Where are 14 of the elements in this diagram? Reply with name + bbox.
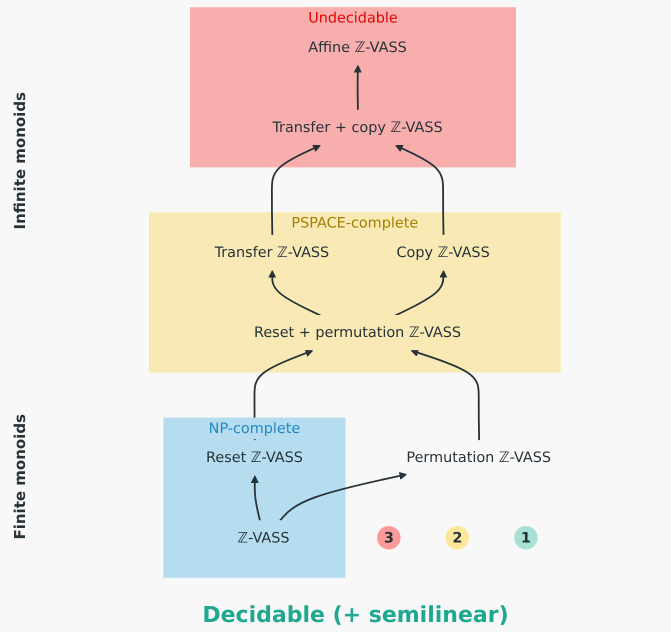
- node-label: Transfer ℤ-VASS: [214, 243, 330, 261]
- side-label: Infinite monoids: [11, 92, 29, 230]
- number-badge: 2: [446, 526, 470, 550]
- number-badge: 3: [377, 526, 401, 550]
- side-label: Finite monoids: [11, 414, 29, 540]
- node-label: Permutation ℤ-VASS: [406, 448, 552, 466]
- number-badge: 1: [514, 526, 538, 550]
- class-node: Affine ℤ-VASS: [297, 30, 418, 65]
- node-label: ℤ-VASS: [237, 528, 290, 546]
- class-heading: Decidable (+ semilinear): [202, 603, 509, 628]
- node-label: Transfer + copy ℤ-VASS: [272, 118, 443, 136]
- node-label: Copy ℤ-VASS: [396, 243, 490, 261]
- node-label: Reset ℤ-VASS: [206, 448, 303, 466]
- node-label: Reset + permutation ℤ-VASS: [254, 324, 462, 341]
